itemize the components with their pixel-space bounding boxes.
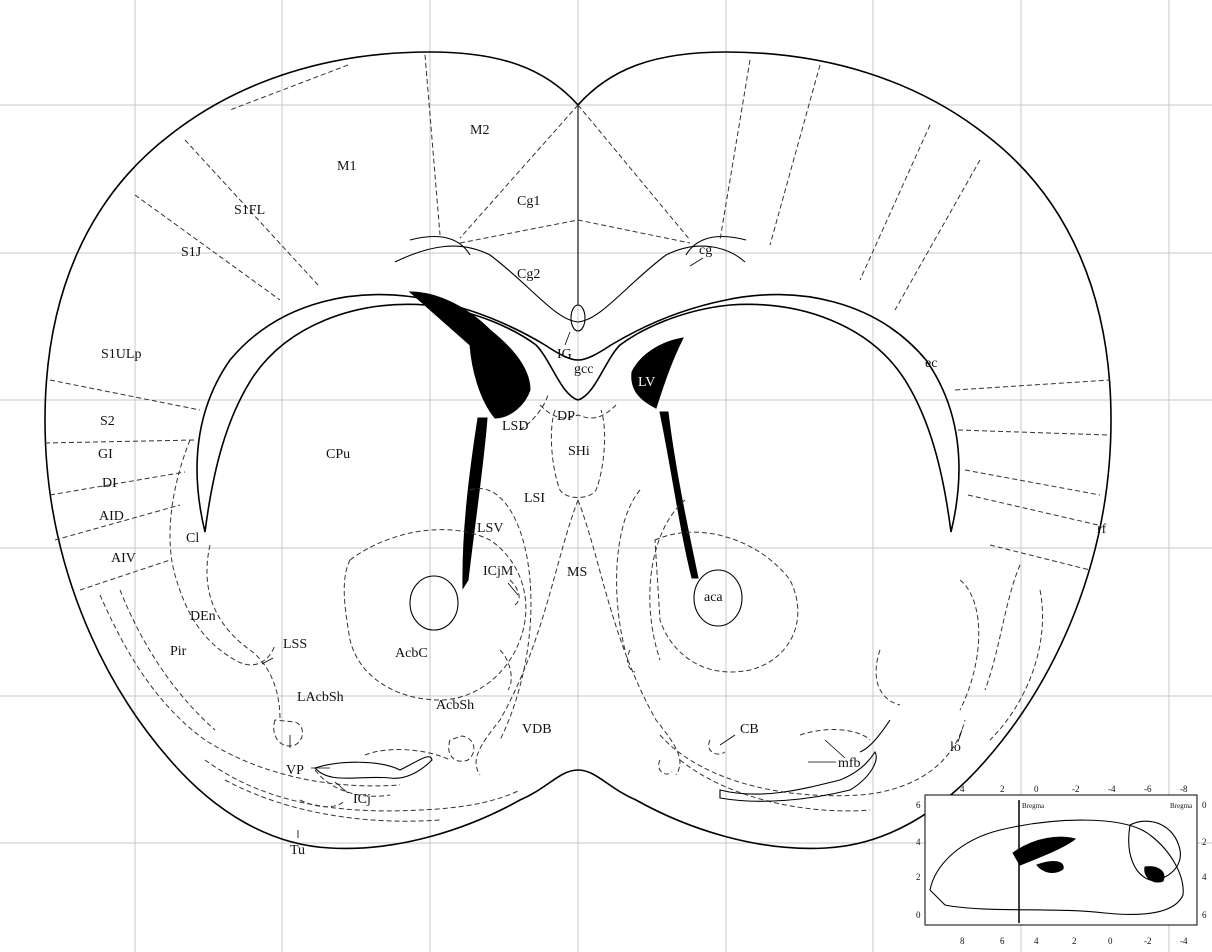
inset-top-tick: 0 <box>1034 784 1039 794</box>
label-AIV: AIV <box>111 551 136 566</box>
label-M1: M1 <box>337 159 356 174</box>
label-DI: DI <box>102 476 117 491</box>
label-LSI: LSI <box>524 491 545 506</box>
label-CPu: CPu <box>326 447 350 462</box>
label-Tu: Tu <box>290 843 305 858</box>
label-cg: cg <box>699 243 712 258</box>
inset-bregma-right: Bregma <box>1170 802 1193 810</box>
inset-top-tick: 2 <box>1000 784 1005 794</box>
inset-top-tick: -6 <box>1144 784 1152 794</box>
label-DP: DP <box>557 409 575 424</box>
label-VDB: VDB <box>522 722 552 737</box>
inset-bottom-tick: 8 <box>960 936 965 946</box>
label-Cl: Cl <box>186 531 199 546</box>
label-LV: LV <box>638 375 655 390</box>
label-ICj: ICj <box>353 792 371 807</box>
label-ec: ec <box>925 356 937 371</box>
inset-bottom-tick: 4 <box>1034 936 1039 946</box>
label-Cg2: Cg2 <box>517 267 540 282</box>
region-labels: M2 M1 Cg1 Cg2 S1FL S1J S1ULp S2 GI DI AI… <box>98 123 1107 858</box>
ventral-structures <box>315 720 890 801</box>
inset-right-tick: 0 <box>1202 800 1207 810</box>
inset-left-tick: 4 <box>916 837 921 847</box>
label-AcbSh: AcbSh <box>436 698 474 713</box>
label-AID: AID <box>99 509 124 524</box>
inset-bottom-tick: 2 <box>1072 936 1077 946</box>
label-S1J: S1J <box>181 245 202 260</box>
label-IG: IG <box>557 347 572 362</box>
label-gcc: gcc <box>574 362 593 377</box>
label-S1FL: S1FL <box>234 203 265 218</box>
aca-left <box>410 576 458 630</box>
lateral-ventricle-left-tail <box>463 418 487 588</box>
label-aca: aca <box>704 590 723 605</box>
label-CB: CB <box>740 722 759 737</box>
inset-right-tick: 4 <box>1202 872 1207 882</box>
label-LSD: LSD <box>502 419 528 434</box>
label-Cg1: Cg1 <box>517 194 540 209</box>
label-LSV: LSV <box>477 521 503 536</box>
label-M2: M2 <box>470 123 489 138</box>
label-S2: S2 <box>100 414 115 429</box>
inset-top-tick: -2 <box>1072 784 1080 794</box>
inset-left-tick: 0 <box>916 910 921 920</box>
inset-left-tick: 2 <box>916 872 921 882</box>
lateral-ventricle-right <box>632 338 683 408</box>
inset-bregma-left: Bregma <box>1022 802 1045 810</box>
inset-bottom-tick: 6 <box>1000 936 1005 946</box>
inset-bottom-tick: 0 <box>1108 936 1113 946</box>
label-MS: MS <box>567 565 587 580</box>
label-rf: rf <box>1097 522 1107 537</box>
label-DEn: DEn <box>190 609 216 624</box>
label-GI: GI <box>98 447 113 462</box>
label-SHi: SHi <box>568 444 590 459</box>
inset-bottom-tick: -2 <box>1144 936 1152 946</box>
label-Pir: Pir <box>170 644 187 659</box>
label-AcbC: AcbC <box>395 646 428 661</box>
label-ICjM: ICjM <box>483 564 514 579</box>
inset-left-tick: 6 <box>916 800 921 810</box>
inset-right-tick: 6 <box>1202 910 1207 920</box>
label-S1ULp: S1ULp <box>101 347 141 362</box>
label-LAcbSh: LAcbSh <box>297 690 344 705</box>
inset-top-tick: -4 <box>1108 784 1116 794</box>
label-lo: lo <box>950 740 961 755</box>
label-VP: VP <box>286 763 304 778</box>
inset-bottom-tick: -4 <box>1180 936 1188 946</box>
lateral-ventricle-right-tail <box>660 412 698 578</box>
inset-top-tick: 4 <box>960 784 965 794</box>
inset-top-tick: -8 <box>1180 784 1188 794</box>
sagittal-inset: Bregma Bregma <box>925 795 1197 925</box>
label-LSS: LSS <box>283 637 307 652</box>
label-mfb: mfb <box>838 756 861 771</box>
inset-right-tick: 2 <box>1202 837 1207 847</box>
